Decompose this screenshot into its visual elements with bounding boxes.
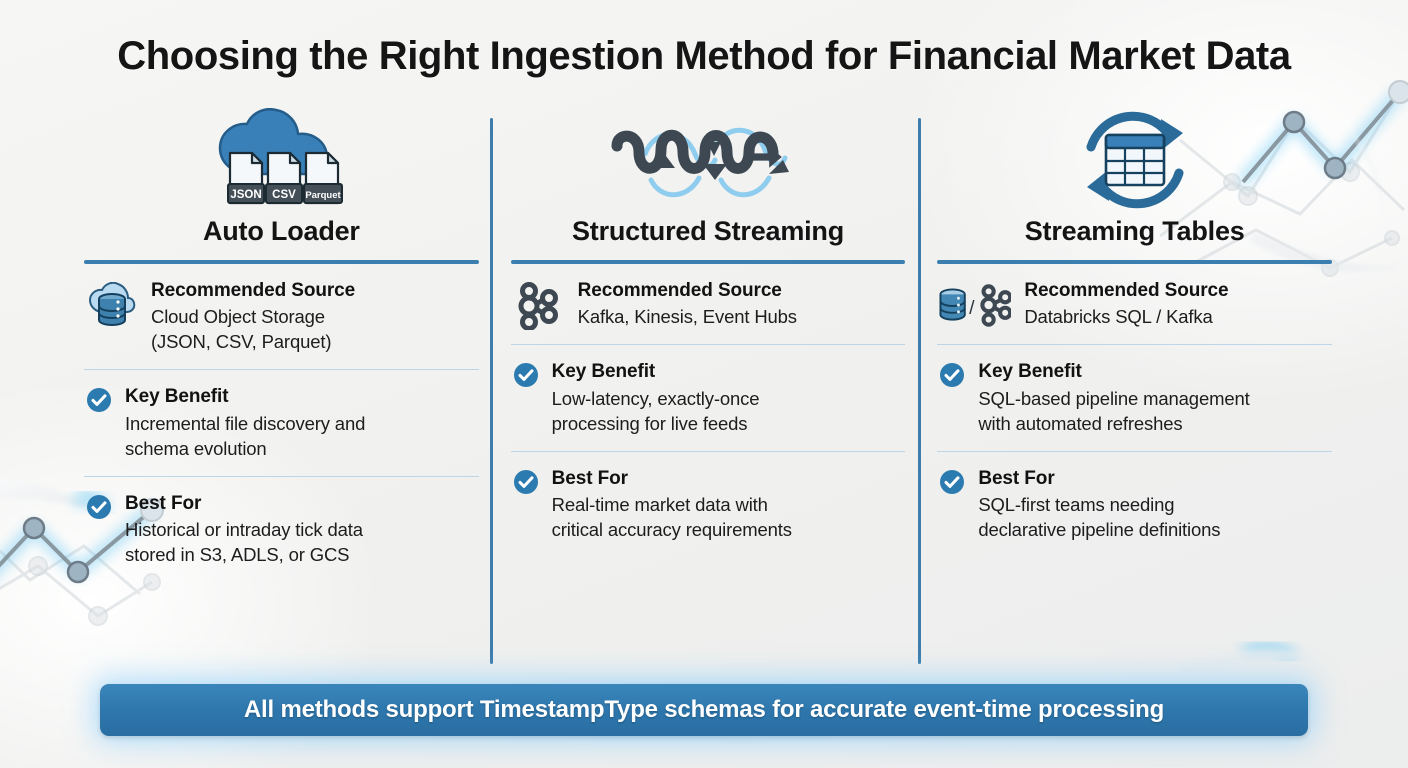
comparison-columns: JSON CSV Parquet Auto Loader — [84, 104, 1333, 670]
footer-banner: All methods support TimestampType schema… — [100, 684, 1308, 736]
database-slash-kafka-icon: / — [939, 280, 1012, 330]
source-label: Recommended Source — [1024, 280, 1229, 301]
source-value: Databricks SQL / Kafka — [1024, 306, 1213, 328]
cloud-database-icon — [86, 280, 138, 328]
row-recommended-source: Recommended Source Kafka, Kinesis, Event… — [511, 264, 906, 344]
benefit-value: Low-latency, exactly-once processing for… — [551, 387, 760, 434]
row-best-for: Best For Historical or intraday tick dat… — [84, 475, 479, 582]
bestfor-label: Best For — [978, 467, 1055, 489]
source-label: Recommended Source — [151, 280, 356, 301]
column-divider-2 — [918, 118, 921, 664]
row-best-for: Best For SQL-first teams needing declara… — [937, 450, 1333, 557]
row-key-benefit: Key Benefit Incremental file discovery a… — [84, 369, 479, 475]
row-recommended-source: / Recommended Source — [937, 264, 1332, 344]
row-key-benefit: Key Benefit SQL-based pipeline managemen… — [937, 344, 1333, 450]
footer-text: All methods support TimestampType schema… — [243, 696, 1165, 723]
source-label: Recommended Source — [577, 280, 782, 301]
column-heading-structured-streaming: Structured Streaming — [571, 216, 845, 246]
check-circle-icon — [513, 363, 538, 388]
benefit-label: Key Benefit — [978, 361, 1082, 383]
check-circle-icon — [513, 469, 538, 494]
row-best-for: Best For Real-time market data with crit… — [510, 450, 906, 557]
benefit-label: Key Benefit — [125, 386, 229, 408]
source-value: Kafka, Kinesis, Event Hubs — [577, 306, 797, 328]
bestfor-label: Best For — [551, 467, 628, 489]
svg-text:JSON: JSON — [231, 189, 262, 201]
bestfor-value: Real-time market data with critical accu… — [551, 494, 792, 541]
column-structured-streaming: Structured Streaming — [495, 104, 922, 670]
check-circle-icon — [87, 388, 111, 413]
column-divider-1 — [490, 118, 493, 664]
benefit-value: SQL-based pipeline management with autom… — [978, 387, 1250, 434]
row-key-benefit: Key Benefit Low-latency, exactly-once pr… — [510, 344, 906, 450]
benefit-label: Key Benefit — [551, 361, 656, 383]
column-rule — [937, 260, 1333, 264]
streaming-wave-arrows-icon — [511, 104, 906, 216]
column-rule — [510, 260, 906, 264]
column-rule — [84, 260, 479, 264]
bestfor-value: Historical or intraday tick data stored … — [125, 519, 363, 566]
kafka-nodes-icon — [513, 280, 565, 330]
column-auto-loader: JSON CSV Parquet Auto Loader — [84, 104, 495, 670]
svg-text:CSV: CSV — [273, 189, 297, 201]
source-value: Cloud Object Storage (JSON, CSV, Parquet… — [151, 306, 332, 353]
bestfor-label: Best For — [125, 492, 202, 514]
row-recommended-source: Recommended Source Cloud Object Storage … — [84, 264, 479, 369]
check-circle-icon — [87, 494, 111, 519]
check-circle-icon — [940, 363, 965, 388]
bestfor-value: SQL-first teams needing declarative pipe… — [978, 494, 1221, 541]
benefit-value: Incremental file discovery and schema ev… — [125, 412, 366, 459]
column-heading-streaming-tables: Streaming Tables — [1024, 216, 1245, 246]
cloud-files-icon: JSON CSV Parquet — [84, 104, 479, 216]
check-circle-icon — [940, 469, 965, 494]
page-title: Choosing the Right Ingestion Method for … — [117, 34, 1291, 78]
svg-text:/: / — [970, 297, 976, 319]
column-streaming-tables: Streaming Tables / — [921, 104, 1333, 670]
table-refresh-icon — [937, 104, 1332, 216]
svg-text:Parquet: Parquet — [306, 190, 342, 201]
column-heading-auto-loader: Auto Loader — [202, 216, 360, 246]
